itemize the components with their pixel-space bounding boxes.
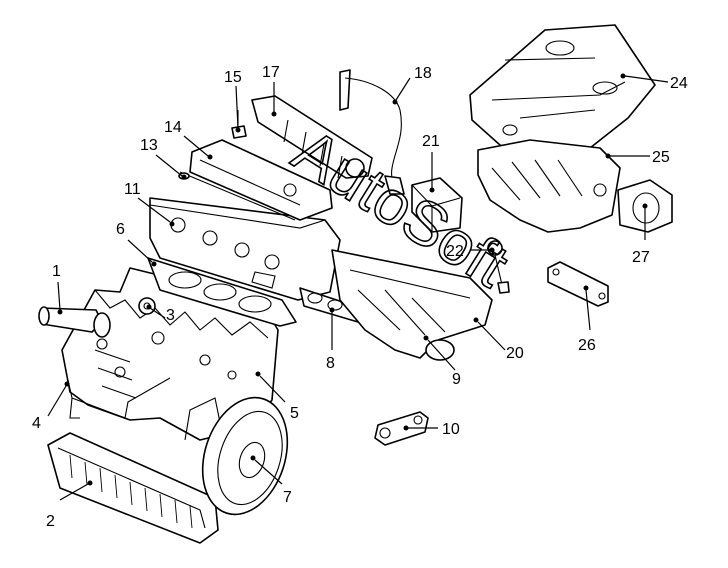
callout-11: 11 [124, 181, 141, 198]
callout-4: 4 [32, 415, 41, 432]
part-temp-sender [231, 110, 247, 139]
callout-9: 9 [452, 371, 461, 388]
callout-27: 27 [632, 249, 650, 266]
part-bracket [374, 411, 429, 446]
callout-7: 7 [283, 489, 292, 506]
callout-2: 2 [46, 513, 55, 530]
callout-18: 18 [414, 65, 432, 82]
callout-24: 24 [670, 75, 688, 92]
part-intake-manifold [477, 139, 621, 233]
callout-8: 8 [326, 355, 335, 372]
callout-1: 1 [52, 263, 61, 280]
part-head-cover [189, 139, 333, 221]
part-flywheel [201, 396, 289, 516]
part-oil-pipe [38, 306, 111, 338]
part-sensor-cable [339, 69, 405, 195]
callout-22: 22 [446, 243, 464, 260]
part-support-bracket [547, 261, 609, 307]
callout-5: 5 [290, 405, 299, 422]
callout-13: 13 [140, 137, 158, 154]
part-dipstick-tube [67, 377, 171, 419]
callout-17: 17 [262, 64, 280, 81]
callout-15: 15 [224, 69, 242, 86]
part-engine-cover [469, 24, 656, 161]
callout-14: 14 [164, 119, 182, 136]
callout-20: 20 [506, 345, 524, 362]
callout-26: 26 [578, 337, 596, 354]
part-fuel-rail [251, 95, 373, 179]
callout-6: 6 [116, 221, 125, 238]
part-control-unit [411, 177, 463, 233]
callout-labels: 1 2 3 4 5 6 7 8 9 10 11 13 14 15 17 18 2… [32, 64, 688, 530]
part-head-gasket [147, 257, 297, 327]
callout-25: 25 [652, 149, 670, 166]
callout-3: 3 [166, 307, 175, 324]
callout-10: 10 [442, 421, 460, 438]
leader-lines [47, 73, 669, 501]
callout-21: 21 [422, 133, 440, 150]
part-exhaust-manifold [331, 249, 493, 361]
part-oil-pan [47, 432, 219, 544]
